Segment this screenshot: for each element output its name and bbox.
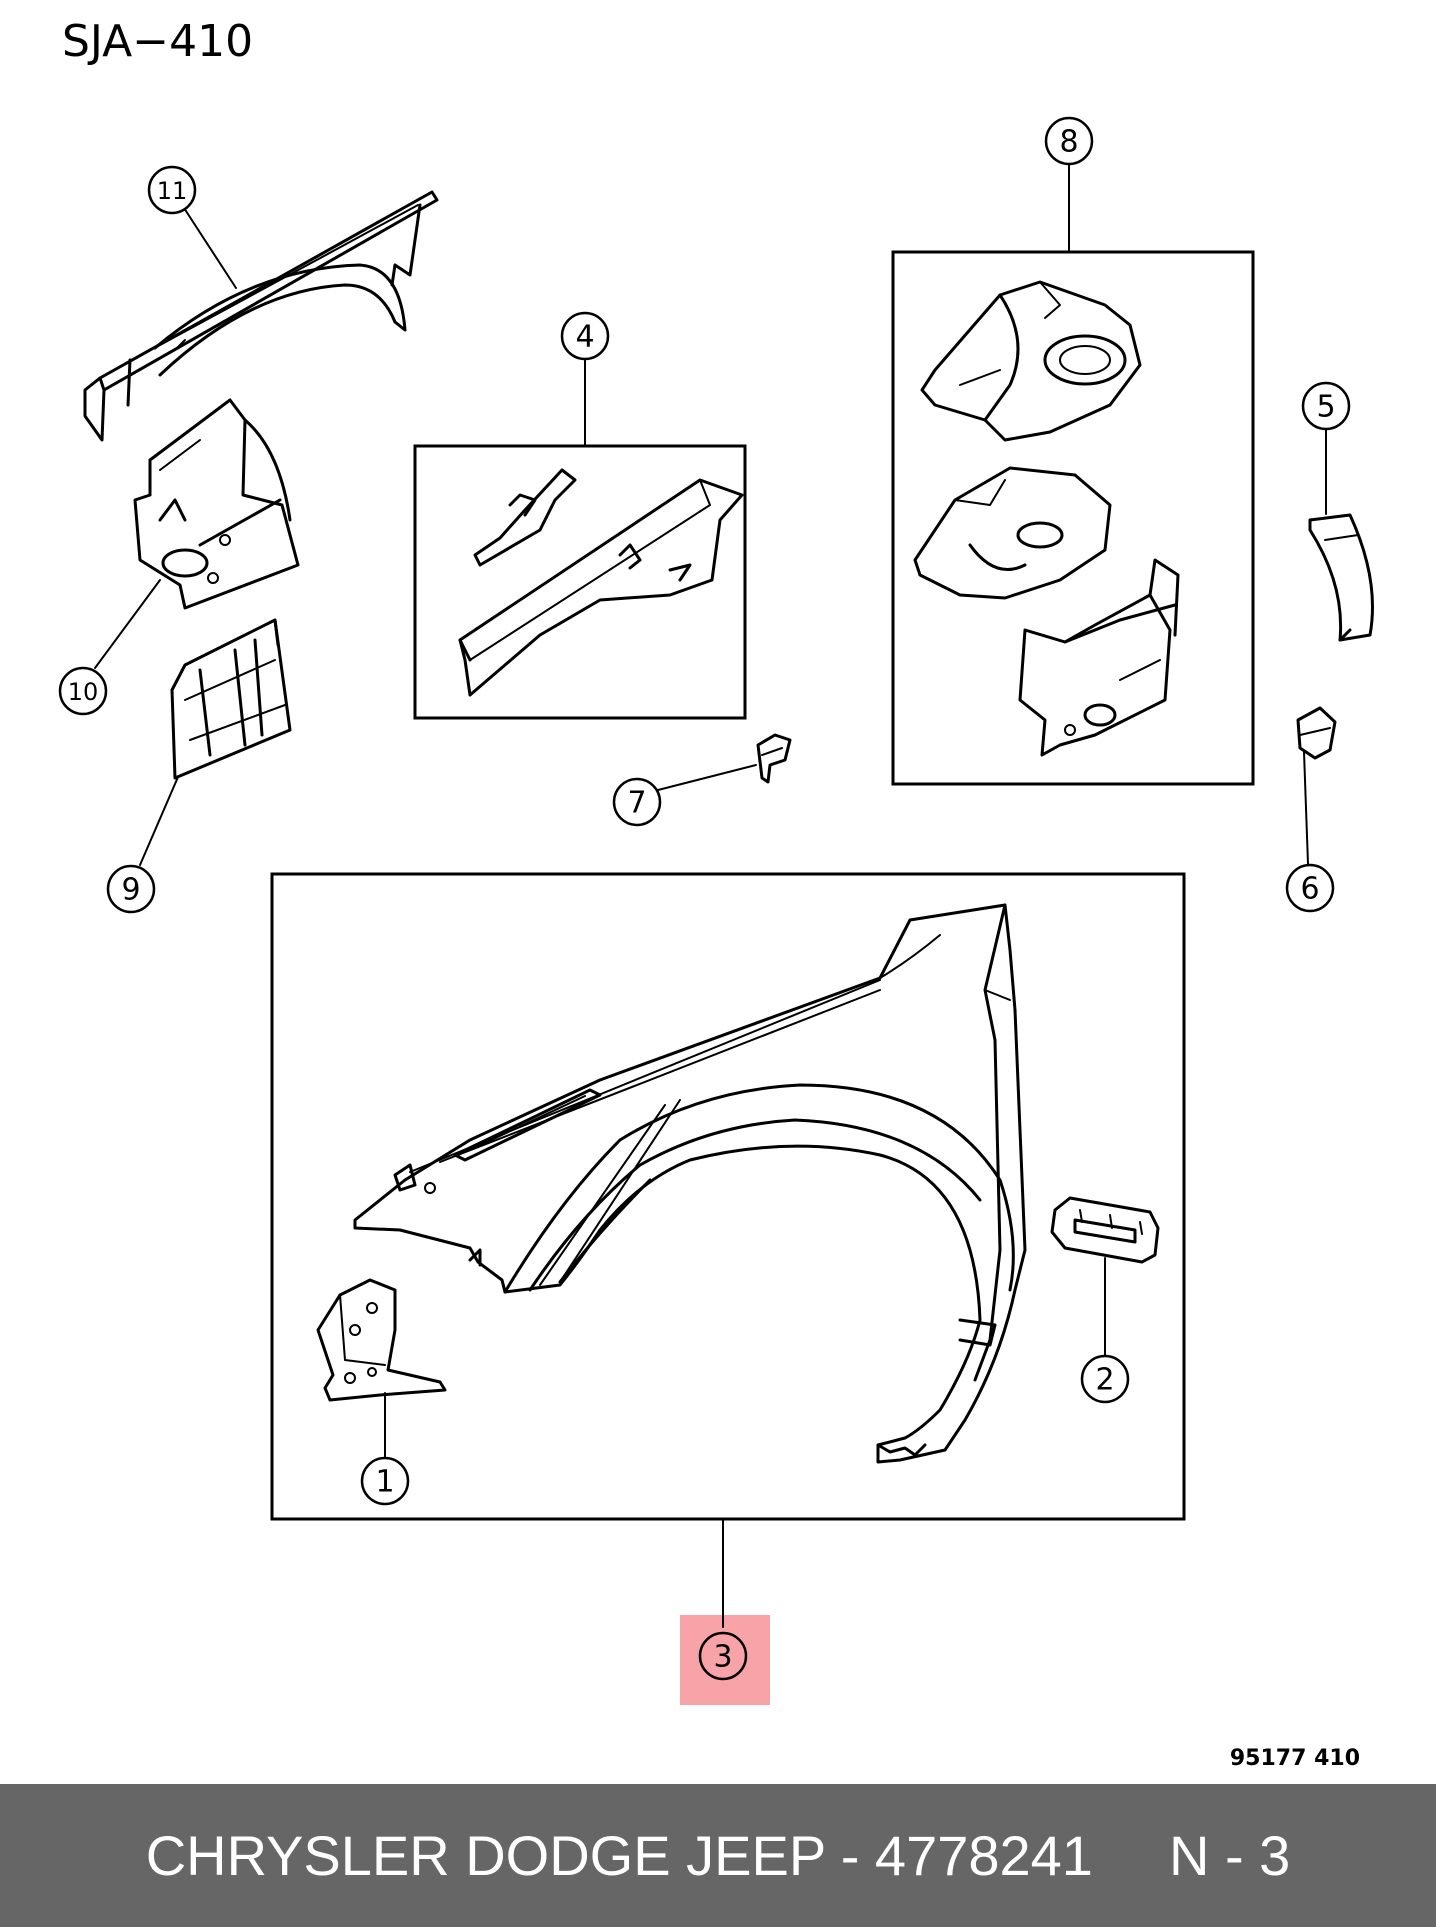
svg-text:2: 2 xyxy=(1095,1363,1114,1398)
svg-text:11: 11 xyxy=(157,177,188,205)
callout-10: 10 xyxy=(58,666,108,716)
part-3-fender-drawing xyxy=(353,903,1027,1464)
diagram-code: SJA−410 xyxy=(62,16,253,67)
highlight-marker xyxy=(680,1615,770,1705)
callout-3: 3 xyxy=(698,1631,748,1681)
part-11-rail-drawing xyxy=(83,190,439,442)
callout-7: 7 xyxy=(612,777,662,827)
part-7-clip-drawing xyxy=(756,733,792,784)
svg-text:7: 7 xyxy=(627,786,646,821)
svg-text:9: 9 xyxy=(121,873,140,908)
part-8-shock-tower-drawing xyxy=(913,280,1180,757)
svg-text:8: 8 xyxy=(1059,125,1078,160)
part-4-reinforcement-drawing xyxy=(458,468,744,697)
callout-6: 6 xyxy=(1285,863,1335,913)
leader-lines xyxy=(94,163,1327,1628)
part-3-box xyxy=(270,872,1186,1521)
svg-text:1: 1 xyxy=(375,1465,394,1500)
part-4-box xyxy=(413,444,747,720)
callout-9: 9 xyxy=(106,864,156,914)
diagram-reference-code: N - 3 xyxy=(1168,1824,1291,1887)
part-1-bracket-drawing xyxy=(316,1278,447,1402)
callout-4: 4 xyxy=(560,311,610,361)
svg-text:5: 5 xyxy=(1316,390,1335,425)
svg-text:4: 4 xyxy=(575,320,594,355)
svg-text:10: 10 xyxy=(68,678,99,706)
part-2-insert-drawing xyxy=(1050,1196,1160,1264)
callout-11: 11 xyxy=(147,165,197,215)
callout-1: 1 xyxy=(360,1456,410,1506)
callout-2: 2 xyxy=(1080,1354,1130,1404)
svg-text:6: 6 xyxy=(1300,872,1319,907)
parts-diagram: SJA−410 95177 410 xyxy=(58,16,1374,1771)
part-9-splash-shield-drawing xyxy=(170,618,292,780)
part-number-label: CHRYSLER DODGE JEEP - 4778241 xyxy=(145,1824,1093,1887)
part-6-clip-drawing xyxy=(1296,706,1337,760)
callout-8: 8 xyxy=(1044,116,1094,166)
svg-text:3: 3 xyxy=(713,1640,732,1675)
callout-5: 5 xyxy=(1301,381,1351,431)
part-8-box xyxy=(891,250,1255,786)
footer-bar: CHRYSLER DODGE JEEP - 4778241 N - 3 xyxy=(0,1784,1436,1927)
figure-number: 95177 410 xyxy=(1230,1746,1360,1771)
part-5-strip-drawing xyxy=(1308,513,1374,642)
part-10-bracket-drawing xyxy=(133,398,300,610)
